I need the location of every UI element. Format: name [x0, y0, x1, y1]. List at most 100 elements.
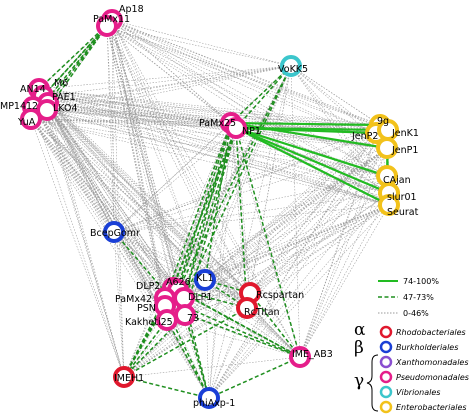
weak-edge-MP1412-JenP2 — [32, 106, 377, 134]
node-label-VoKK5: VoKK5 — [278, 64, 308, 75]
node-label-PAE1: PAE1 — [52, 92, 76, 103]
medium-edges — [30, 19, 301, 399]
weak-edge-MP1412-JenK1 — [32, 106, 389, 131]
weak-edge-M6-NP1 — [42, 95, 237, 129]
weak-edge-Ap18-VoKK5 — [111, 19, 292, 67]
strong-edge-NP1-CAjan — [235, 126, 388, 178]
node-label-YuA: YuA — [17, 117, 36, 128]
weak-edge-MP1412-PSN — [32, 106, 166, 307]
strong-edge-NP1-Seurat — [235, 127, 390, 206]
weak-edge-VoKK5-IME_AB3 — [290, 65, 301, 358]
weak-edge-PaMx25-BcepGomr — [113, 122, 232, 233]
weak-edge-MP1412-DLP1 — [32, 106, 185, 299]
weak-edge-PaMx11-slur01 — [106, 25, 390, 194]
weak-edge-phiAxp-1-Seurat — [208, 204, 390, 399]
weak-edge-Rcspartan-JenP2 — [249, 132, 377, 294]
weak-edge-AN14-Rcspartan — [38, 88, 251, 294]
weak-edge-NP1-KL1 — [204, 127, 237, 281]
weak-edge-VoKK5-JenP2 — [290, 65, 377, 134]
weak-edge-M6-9g — [42, 95, 381, 126]
node-label-IMEH1: IMEH1 — [114, 373, 144, 384]
weak-edge-Rcspartan-PSN — [164, 292, 251, 307]
weak-edge-BcepGomr-Kakheti25 — [113, 231, 168, 321]
medium-edge-PaMx25-DLP1 — [183, 122, 232, 299]
medium-edge-PaMx25-VoKK5 — [230, 65, 292, 124]
weak-edge-M6-DLP1 — [42, 95, 185, 299]
weak-edge-PaMx25-RcTitan — [230, 122, 248, 309]
legend-swatch-burkholderiales — [379, 340, 393, 354]
weak-edge-BcepGomr-phiAxp-1 — [113, 231, 210, 399]
weak-edge-BcepGomr-Rcspartan — [113, 231, 251, 294]
node-label-A626: A626 — [166, 277, 191, 288]
weak-edge-YuA-KL1 — [30, 118, 206, 281]
weak-edge-IME_AB3-KL1 — [204, 279, 301, 358]
node-label-9g: 9g — [377, 116, 389, 127]
medium-edge-PSN-IME_AB3 — [164, 305, 301, 358]
medium-edge-PaMx11-LKO4 — [46, 25, 108, 111]
weak-edge-Ap18-DLP2 — [111, 19, 174, 289]
weak-edge-IME_AB3-RcTitan — [246, 307, 301, 358]
weak-edge-Rcspartan-PAE1 — [47, 102, 251, 294]
medium-edge-PaMx25-KL1 — [204, 122, 232, 281]
weak-edge-MP1412-NP1 — [32, 106, 237, 129]
weak-edge-PaMx25-phiAxp-1 — [208, 122, 232, 399]
node-label-DLP1: DLP1 — [188, 292, 212, 303]
node-label-NP1: NP1 — [242, 126, 261, 137]
weak-edge-phiAxp-1-LKO4 — [46, 109, 210, 399]
weak-edge-VoKK5-LKO4 — [46, 65, 292, 111]
weak-edge-JenP1-LKO4 — [46, 109, 388, 149]
medium-edge-Rcspartan-IME_AB3 — [249, 292, 301, 358]
weak-edge-Ap18-RcTitan — [111, 19, 248, 309]
weak-edge-PaMx11-KL1 — [106, 25, 206, 281]
weak-edge-YuA-DLP1 — [30, 118, 185, 299]
node-core-IME_AB3 — [295, 352, 305, 362]
weak-edge-PaMx11-IME_AB3 — [106, 25, 301, 358]
weak-edge-M6-RcTitan — [42, 95, 248, 309]
weak-edge-YuA-BcepGomr — [30, 118, 115, 233]
node-core-IMEH1 — [119, 372, 129, 382]
weak-edge-IME_AB3-PAE1 — [47, 102, 301, 358]
weak-edge-YuA-9g — [30, 118, 381, 126]
weak-edge-JenP1-PSN — [164, 147, 388, 307]
weak-edge-AN14-IME_AB3 — [38, 88, 301, 358]
node-label-AN14: AN14 — [20, 84, 46, 95]
weak-edge-AN14-IMEH1 — [38, 88, 125, 378]
weak-edge-PaMx25-DLP2 — [172, 122, 232, 289]
weak-edge-IME_AB3-CAjan — [299, 175, 388, 358]
weak-edge-PaMx11-phiAxp-1 — [106, 25, 210, 399]
node-label-slur01: slur01 — [387, 192, 417, 203]
legend-label-burkholderiales: Burkholderiales — [396, 343, 458, 352]
weak-edge-AN14-9g — [38, 88, 381, 126]
weak-edge-Rcspartan-PaMx42 — [164, 292, 251, 299]
weak-edge-MP1412-IMEH1 — [32, 106, 125, 378]
weak-edge-IMEH1-IME_AB3 — [123, 356, 301, 378]
weak-edge-MP1412-73 — [32, 106, 186, 316]
nodes — [20, 9, 400, 409]
node-label-phiAxp-1: phiAxp-1 — [193, 398, 235, 409]
weak-edge-IMEH1-JenP2 — [123, 132, 377, 378]
weak-edge-Ap18-JenP1 — [111, 19, 388, 149]
legend-label-rhodobacteriales: Rhodobacteriales — [396, 328, 466, 337]
weak-edge-Seurat-LKO4 — [46, 109, 390, 206]
legend-alpha: α — [354, 320, 366, 340]
node-label-BcepGomr: BcepGomr — [90, 228, 140, 239]
weak-edge-IME_AB3-JenP2 — [299, 132, 377, 358]
weak-edge-BcepGomr-IMEH1 — [113, 231, 125, 378]
legend-label-vibrionales: Vibrionales — [396, 388, 440, 397]
weak-edge-KL1-LKO4 — [46, 109, 206, 281]
weak-edge-AN14-Seurat — [38, 88, 390, 206]
weak-edge-Rcspartan-9g — [249, 124, 381, 294]
weak-edge-PaMx25-PAE1 — [47, 102, 232, 124]
strong-edge-PaMx25-JenP1 — [230, 121, 388, 150]
weak-edge-PaMx11-PaMx25 — [106, 25, 232, 124]
weak-edge-VoKK5-M6 — [42, 65, 292, 97]
weak-edge-AN14-DLP2 — [38, 88, 174, 289]
node-core-YuA — [26, 114, 36, 124]
weak-edge-IME_AB3-Kakheti25 — [166, 319, 301, 358]
legend: 74-100% 47-73% 0-46% α β γ Rhodobacteria… — [354, 277, 469, 414]
weak-edge-Seurat-PAE1 — [47, 102, 390, 206]
medium-edge-NP1-DLP1 — [183, 127, 237, 299]
weak-edge-KL1-slur01 — [204, 192, 390, 281]
weak-edge-MP1412-9g — [32, 106, 381, 126]
